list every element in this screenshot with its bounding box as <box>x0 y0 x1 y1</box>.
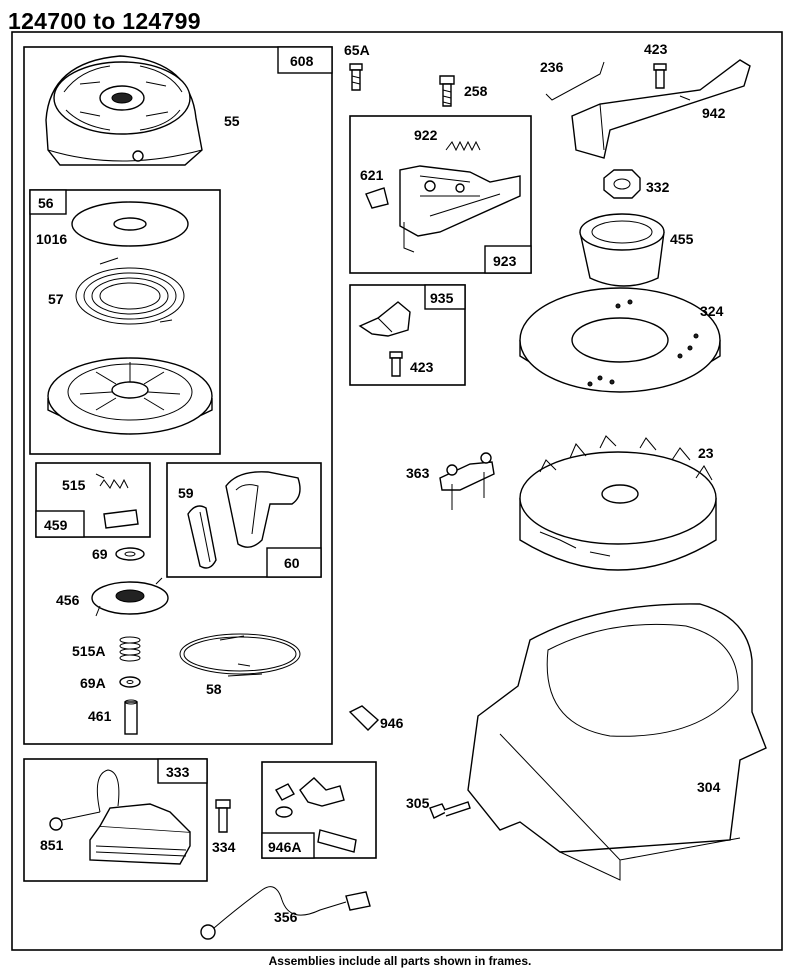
outer-border <box>11 31 783 951</box>
rotating-screen-324-part <box>519 287 721 393</box>
kit-946A-parts <box>275 777 357 853</box>
screw-305-part <box>429 801 471 819</box>
screw-423-part <box>389 351 403 377</box>
frame-923 <box>349 115 532 274</box>
label-69A: 69A <box>80 675 106 691</box>
assemblies-note: Assemblies include all parts shown in fr… <box>268 954 532 968</box>
label-55: 55 <box>224 113 240 129</box>
frame-333 <box>23 758 208 882</box>
label-60: 60 <box>284 555 300 571</box>
screw-258-part <box>439 75 455 107</box>
tag-60 <box>266 547 322 578</box>
washer-69-part <box>115 547 145 561</box>
label-423-b: 423 <box>644 41 668 57</box>
label-461: 461 <box>88 708 112 724</box>
label-946A: 946A <box>268 839 301 855</box>
spring-515A-part <box>119 636 141 662</box>
label-59: 59 <box>178 485 194 501</box>
dog-459-part <box>103 509 139 529</box>
bracket-942-part <box>571 59 751 159</box>
label-1016: 1016 <box>36 231 67 247</box>
link-621-part <box>365 187 389 209</box>
label-851: 851 <box>40 837 64 853</box>
label-56: 56 <box>38 195 54 211</box>
label-515A: 515A <box>72 643 105 659</box>
label-423-a: 423 <box>410 359 434 375</box>
label-58: 58 <box>206 681 222 697</box>
starter-handle-part <box>225 471 301 548</box>
armature-333-part <box>49 769 191 865</box>
label-69: 69 <box>92 546 108 562</box>
label-922: 922 <box>414 127 438 143</box>
screw-334-part <box>215 799 231 833</box>
tag-946A <box>261 832 315 859</box>
label-305: 305 <box>406 795 430 811</box>
frame-935 <box>349 284 466 386</box>
nut-332-part <box>603 169 641 199</box>
retainer-456-part <box>91 577 169 617</box>
label-258: 258 <box>464 83 488 99</box>
label-356: 356 <box>274 909 298 925</box>
label-23: 23 <box>698 445 714 461</box>
tag-333 <box>157 758 208 784</box>
label-57: 57 <box>48 291 64 307</box>
starter-pulley-part <box>47 357 213 435</box>
screw-65A-part <box>349 63 363 91</box>
label-455: 455 <box>670 231 694 247</box>
frame-608 <box>23 46 333 745</box>
frame-60 <box>166 462 322 578</box>
label-65A: 65A <box>344 42 370 58</box>
bracket-935-part <box>358 301 411 337</box>
spring-515-part <box>95 473 129 489</box>
screw-423-top-part <box>653 63 667 89</box>
washer-69A-part <box>119 676 141 688</box>
tag-923 <box>484 245 532 274</box>
pin-461-part <box>124 699 138 735</box>
blower-housing-304-part <box>467 603 767 881</box>
frame-459 <box>35 462 151 538</box>
frame-56 <box>29 189 221 455</box>
spring-922-part <box>445 140 481 152</box>
label-363: 363 <box>406 465 430 481</box>
washer-1016-part <box>71 201 189 247</box>
label-923: 923 <box>493 253 517 269</box>
tag-56 <box>29 189 67 215</box>
label-332: 332 <box>646 179 670 195</box>
part-946 <box>348 705 380 731</box>
flywheel-23-part <box>519 435 717 571</box>
label-334: 334 <box>212 839 236 855</box>
handle-insert-59-part <box>187 505 217 569</box>
ground-wire-356-part <box>200 886 371 940</box>
starter-housing-part <box>45 55 203 166</box>
label-456: 456 <box>56 592 80 608</box>
rewind-spring-part <box>75 257 185 325</box>
starter-rope-58-part <box>179 633 301 677</box>
stud-363-part <box>439 452 495 510</box>
label-236: 236 <box>540 59 564 75</box>
label-942: 942 <box>702 105 726 121</box>
label-324: 324 <box>700 303 724 319</box>
link-236-part <box>545 61 605 101</box>
label-935: 935 <box>430 290 454 306</box>
governor-control-bracket-part <box>399 165 521 253</box>
tag-459 <box>35 510 85 538</box>
cup-455-part <box>579 213 665 287</box>
tag-608 <box>277 46 333 74</box>
frame-946A <box>261 761 377 859</box>
label-459: 459 <box>44 517 68 533</box>
label-621: 621 <box>360 167 384 183</box>
label-946: 946 <box>380 715 404 731</box>
label-333: 333 <box>166 764 190 780</box>
label-304: 304 <box>697 779 721 795</box>
page-title: 124700 to 124799 <box>8 8 201 34</box>
tag-935 <box>424 284 466 310</box>
label-608: 608 <box>290 53 314 69</box>
label-515: 515 <box>62 477 86 493</box>
